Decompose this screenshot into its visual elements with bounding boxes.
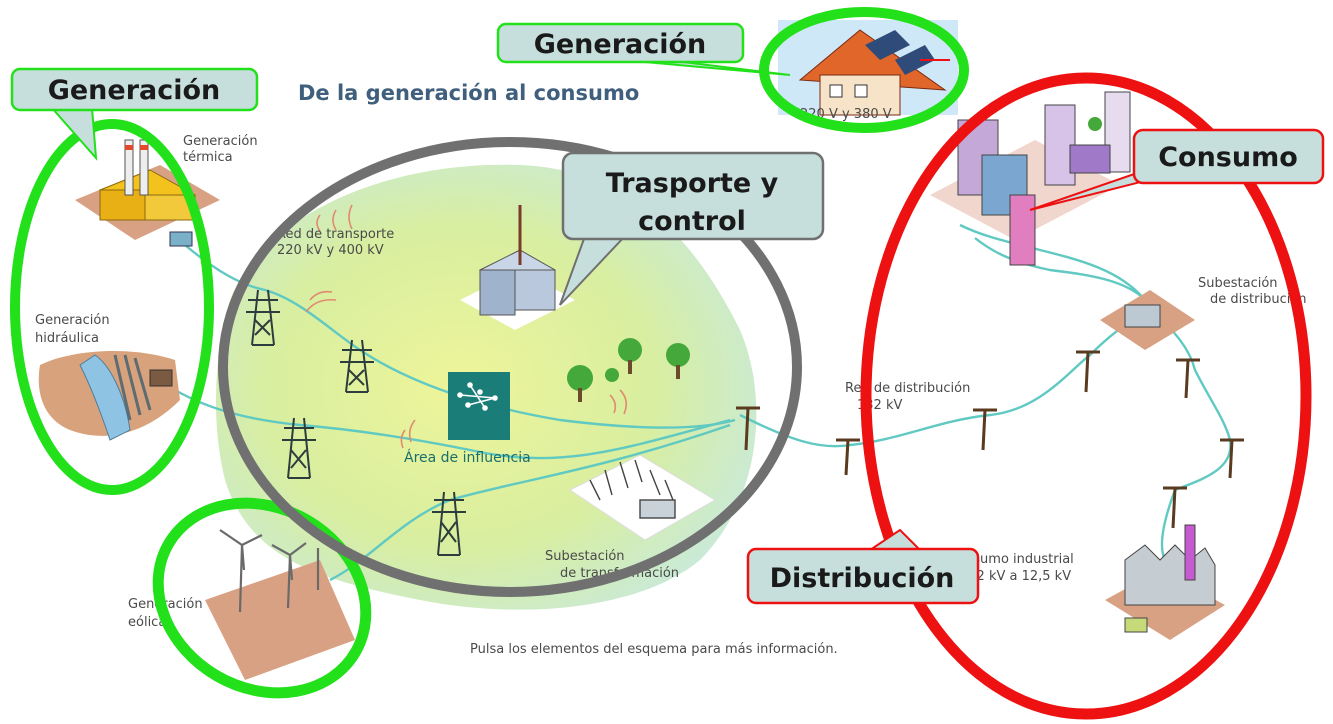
label-thermal[interactable]: Generación térmica: [183, 134, 258, 165]
label-industrial-line2: 132 kV a 12,5 kV: [960, 569, 1071, 584]
pylon[interactable]: [340, 339, 374, 393]
wind-farm[interactable]: [205, 529, 355, 680]
transformation-substation[interactable]: [569, 454, 716, 541]
label-industrial[interactable]: Consumo industrial 132 kV a 12,5 kV: [948, 552, 1074, 584]
signal-waves: [305, 204, 628, 449]
label-hydro[interactable]: Generación hidráulica: [35, 313, 110, 346]
ring-consumption: [860, 72, 1312, 720]
label-distribution-sub-line2: de distribución: [1210, 292, 1307, 307]
label-wind-line2: eólica: [128, 615, 166, 630]
label-hydro-line2: hidráulica: [35, 331, 99, 346]
callout-distribution: Distribución: [746, 528, 980, 605]
label-distribution-net-line1: Red de distribución: [845, 381, 970, 396]
label-transport-line1: Red de transporte: [277, 227, 394, 242]
label-thermal-line2: térmica: [183, 150, 233, 165]
distribution-substation[interactable]: [1100, 290, 1195, 350]
industrial-factory[interactable]: [1105, 524, 1225, 640]
label-transformation-line1: Subestación: [545, 549, 625, 564]
callout-distribution-text: Distribución: [770, 563, 955, 594]
house[interactable]: 220 V y 380 V: [778, 20, 958, 122]
pylon[interactable]: [282, 417, 316, 479]
ring-generation-top: [759, 7, 969, 133]
callout-generation-top-text: Generación: [534, 29, 707, 60]
callout-transport-line1: Trasporte y: [606, 168, 779, 199]
label-distribution-substation[interactable]: Subestación de distribución: [1198, 276, 1307, 307]
label-transport-line2: 220 kV y 400 kV: [277, 243, 384, 258]
distribution-poles[interactable]: [736, 350, 1244, 529]
label-hydro-line1: Generación: [35, 313, 110, 328]
control-center[interactable]: [460, 205, 575, 330]
callout-consumption-text: Consumo: [1158, 142, 1298, 173]
instructions-text: Pulsa los elementos del esquema para más…: [470, 642, 838, 657]
label-transport[interactable]: Red de transporte 220 kV y 400 kV: [277, 227, 394, 258]
ring-generation-left: [10, 119, 214, 495]
callout-consumption: Consumo: [1029, 128, 1325, 211]
transport-pylons[interactable]: [246, 289, 466, 556]
pylon[interactable]: [246, 289, 280, 346]
trees: [567, 117, 1102, 402]
hydro-dam[interactable]: [38, 350, 180, 441]
diagram-title: De la generación al consumo: [298, 81, 639, 105]
label-thermal-line1: Generación: [183, 134, 258, 149]
label-distribution-sub-line1: Subestación: [1198, 276, 1278, 291]
callout-generation-left: Generación: [10, 67, 259, 161]
city-buildings[interactable]: [930, 91, 1131, 266]
callout-transport-line2: control: [638, 206, 746, 237]
label-influence-area[interactable]: Área de influencia: [404, 449, 531, 466]
influence-logo: [448, 372, 510, 440]
pylon[interactable]: [432, 491, 466, 556]
label-industrial-line1: Consumo industrial: [948, 552, 1074, 567]
ring-transport: [218, 137, 802, 597]
callout-generation-top: Generación: [496, 22, 791, 76]
callout-transport: Trasporte y control: [559, 151, 825, 306]
callout-generation-left-text: Generación: [48, 75, 221, 106]
